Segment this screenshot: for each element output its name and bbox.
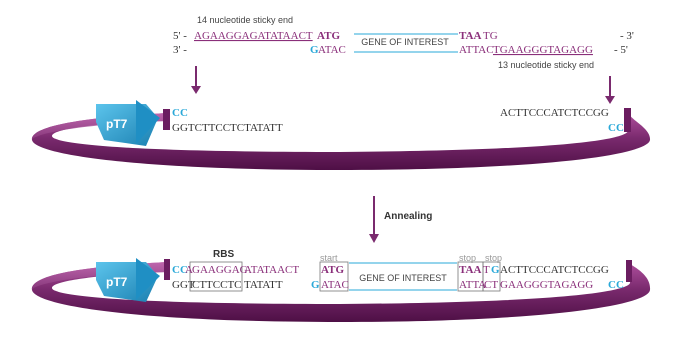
seq-bot-atta: ATTA [459, 279, 486, 291]
seq-bot-cc: CC [608, 279, 624, 291]
closed-ring-left-edge [164, 259, 170, 280]
seq-bot-g: G [311, 279, 320, 291]
left-sticky-end-label: 14 nucleotide sticky end [197, 15, 293, 25]
seq-top-a: A [185, 264, 193, 276]
seq-top-t: T [483, 264, 490, 276]
start-box [319, 261, 349, 292]
bottom-strand-atac: ATAC [318, 44, 346, 56]
seq-bot-ct: CT [484, 279, 498, 291]
feature-labels: RBS start stop stop [213, 249, 502, 263]
promoter-label-bottom: pT7 [106, 275, 128, 289]
bottom-strand-5prime: - 5' [614, 44, 628, 56]
seq-top-cc: CC [172, 264, 188, 276]
annealing-label: Annealing [384, 211, 432, 222]
right-down-arrow-head [605, 96, 615, 104]
seq-top-atg: ATG [321, 264, 344, 276]
seq-bot-mid: TATATT [244, 279, 283, 291]
seq-top-g: G [491, 264, 500, 276]
seq-top-tail: ACTTCCCATCTCCGG [500, 264, 609, 276]
vector-right-cc: CC [608, 122, 624, 134]
ring-cut-right [624, 108, 631, 132]
stop-codon-taa: TAA [459, 30, 481, 42]
insert-fragment: 14 nucleotide sticky end 5' - AGAAGGAGAT… [173, 15, 634, 70]
seq-bot-rbs: CTTCCTC [192, 279, 242, 291]
start-label: start [320, 253, 338, 263]
promoter-arrow-head-bottom [136, 258, 160, 300]
vector-left-strand: GGTCTTCCTCTATATT [172, 122, 283, 134]
stop-codon-tail: TG [483, 30, 498, 42]
seq-bot-tail: GAAGGGTAGAGG [500, 279, 593, 291]
closed-ring-band [31, 262, 651, 322]
gene-of-interest-label-bottom: GENE OF INTEREST [359, 273, 447, 283]
ring-cut-left [163, 109, 170, 130]
top-strand-3prime: - 3' [620, 30, 634, 42]
pt7-promoter-bottom: pT7 [96, 258, 160, 302]
rbs-box [189, 261, 243, 292]
seq-top-rbs: GAAGGAG [192, 264, 248, 276]
left-down-arrow-head [191, 86, 201, 94]
start-codon-atg: ATG [317, 30, 340, 42]
top-strand-5prime: 5' - [173, 30, 187, 42]
insert-arrows [191, 66, 615, 104]
seq-bot-atac: ATAC [321, 279, 349, 291]
top-strand-sticky-seq: AGAAGGAGATATAACT [194, 30, 313, 42]
vector-left-cc: CC [172, 107, 188, 119]
feature-boxes [189, 261, 501, 292]
annealing-step: Annealing [369, 196, 432, 243]
rbs-label: RBS [213, 249, 234, 260]
open-ring-band [31, 112, 651, 170]
open-vector-sequences: CC GGTCTTCCTCTATATT ACTTCCCATCTCCGG CC [172, 107, 624, 134]
stop-label-1: stop [459, 253, 476, 263]
stop-box-2 [482, 261, 501, 292]
bottom-strand-sticky-seq: TGAAGGGTAGAGG [493, 44, 593, 56]
closed-vector-top-strand: CC A GAAGGAG ATATAACT ATG TAA T G ACTTCC… [172, 264, 609, 276]
gene-of-interest-label: GENE OF INTEREST [361, 37, 449, 47]
closed-vector-bottom-strand: GGT CTTCCTC TATATT G ATAC ATTA CT GAAGGG… [172, 279, 624, 291]
closed-ring-right-edge [626, 260, 632, 282]
stop-label-2: stop [485, 253, 502, 263]
promoter-arrow-head [136, 100, 160, 144]
bottom-strand-3prime: 3' - [173, 44, 187, 56]
seq-top-mid: ATATAACT [244, 264, 299, 276]
seq-bot-ggt: GGT [172, 279, 195, 291]
bottom-strand-g: G [310, 44, 319, 56]
seq-top-taa: TAA [459, 264, 481, 276]
promoter-label: pT7 [106, 117, 128, 131]
vector-right-strand: ACTTCCCATCTCCGG [500, 107, 609, 119]
bottom-strand-attac: ATTAC [459, 44, 494, 56]
right-sticky-end-label: 13 nucleotide sticky end [498, 60, 594, 70]
pt7-promoter-top: pT7 [96, 100, 160, 146]
annealing-arrow-head [369, 234, 379, 243]
